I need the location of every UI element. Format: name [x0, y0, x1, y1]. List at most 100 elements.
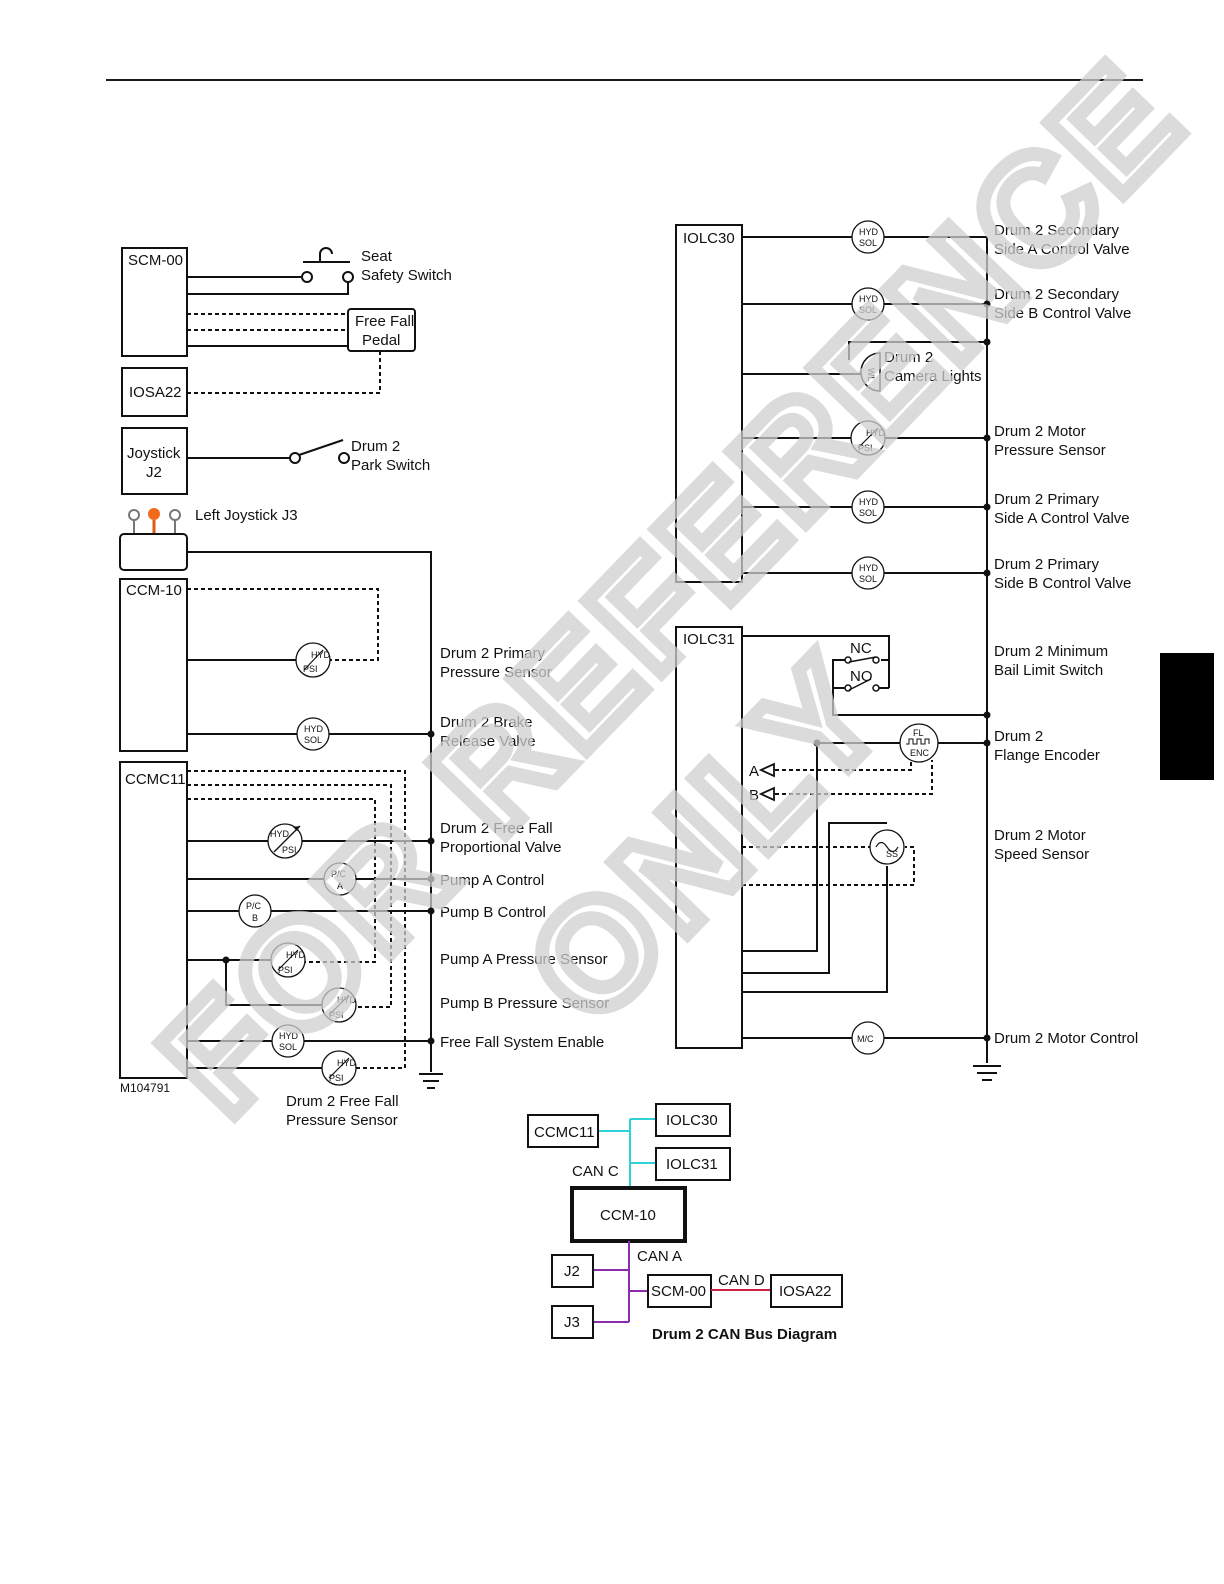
- right-wiring-panel: IOLC30 HYD SOL Drum 2 Secondary Side A C…: [675, 220, 1138, 1081]
- park-switch-label-2: Park Switch: [351, 457, 430, 474]
- ground-symbol-right: [973, 1065, 1001, 1081]
- ccmc11-box: [119, 761, 188, 1079]
- camera-lights-icon: WL: [860, 352, 881, 392]
- svg-text:HYD: HYD: [286, 950, 306, 960]
- min-bail-label-2: Bail Limit Switch: [994, 662, 1103, 679]
- brake-release-valve-symbol: HYD SOL: [296, 717, 330, 751]
- can-d-label: CAN D: [718, 1272, 765, 1289]
- free-fall-prop-valve-symbol: HYD PSI: [267, 823, 303, 859]
- free-fall-pedal-label-1: Free Fall: [355, 313, 414, 330]
- sec-b-label-2: Side B Control Valve: [994, 305, 1131, 322]
- svg-text:IOLC31: IOLC31: [666, 1156, 718, 1173]
- pri-a-valve-symbol: HYD SOL: [851, 490, 885, 524]
- pump-b-control-symbol: P/C B: [238, 894, 272, 928]
- svg-text:SOL: SOL: [859, 508, 877, 518]
- nc-label: NC: [850, 640, 872, 657]
- sec-a-valve-symbol: HYD SOL: [851, 220, 885, 254]
- motor-pressure-label-2: Pressure Sensor: [994, 442, 1106, 459]
- svg-text:PSI: PSI: [278, 965, 293, 975]
- no-label: NO: [850, 668, 873, 685]
- svg-text:SOL: SOL: [279, 1042, 297, 1052]
- seat-switch-label-1: Seat: [361, 248, 393, 265]
- primary-pressure-label-1: Drum 2 Primary: [440, 645, 546, 662]
- joystick-icon: [119, 508, 188, 571]
- svg-text:SOL: SOL: [859, 238, 877, 248]
- free-fall-prop-label-1: Drum 2 Free Fall: [440, 820, 553, 837]
- primary-pressure-label-2: Pressure Sensor: [440, 664, 552, 681]
- svg-text:HYD: HYD: [279, 1031, 299, 1041]
- svg-text:HYD: HYD: [866, 428, 886, 438]
- svg-text:P/C: P/C: [246, 901, 262, 911]
- sec-a-label-2: Side A Control Valve: [994, 241, 1130, 258]
- pump-a-pressure-symbol: HYD PSI: [270, 942, 306, 978]
- iolc31-label: IOLC31: [683, 631, 735, 648]
- can-bus-diagram: CCMC11 IOLC30 IOLC31 CAN C CCM-10 CAN A …: [527, 1103, 843, 1343]
- figure-id: M104791: [120, 1081, 170, 1095]
- svg-text:CCMC11: CCMC11: [534, 1124, 595, 1141]
- iosa22-box: [121, 367, 188, 417]
- output-a-arrow: [758, 762, 775, 778]
- brake-release-label-2: Release Valve: [440, 733, 536, 750]
- svg-text:IOSA22: IOSA22: [779, 1283, 832, 1300]
- joystick-j2-label-2: J2: [146, 464, 162, 481]
- can-iolc30-node: [655, 1103, 731, 1137]
- svg-text:SOL: SOL: [304, 735, 322, 745]
- svg-text:HYD: HYD: [337, 1058, 357, 1068]
- pump-b-pressure-symbol: HYD PSI: [321, 987, 357, 1023]
- svg-text:A: A: [337, 881, 343, 891]
- sec-b-label-1: Drum 2 Secondary: [994, 286, 1120, 303]
- can-c-label: CAN C: [572, 1163, 619, 1180]
- free-fall-pedal-label-2: Pedal: [362, 332, 400, 349]
- camera-lights-label-1: Drum 2: [884, 349, 933, 366]
- sec-a-label-1: Drum 2 Secondary: [994, 222, 1120, 239]
- joystick-j2-box: [121, 427, 188, 495]
- pump-a-control-symbol: P/C A: [323, 862, 357, 896]
- flange-encoder-label-1: Drum 2: [994, 728, 1043, 745]
- svg-text:HYD: HYD: [859, 563, 879, 573]
- brake-release-label-1: Drum 2 Brake: [440, 714, 533, 731]
- free-fall-pressure-symbol: HYD PSI: [321, 1050, 357, 1086]
- svg-text:B: B: [252, 913, 258, 923]
- pri-a-label-1: Drum 2 Primary: [994, 491, 1100, 508]
- svg-text:HYD: HYD: [337, 995, 357, 1005]
- free-fall-pedal-box: [347, 308, 416, 352]
- svg-text:HYD: HYD: [859, 497, 879, 507]
- svg-text:SOL: SOL: [859, 305, 877, 315]
- flange-encoder-symbol: FL ENC: [899, 723, 939, 763]
- svg-text:J3: J3: [564, 1314, 580, 1331]
- svg-text:FL: FL: [913, 728, 924, 738]
- pri-a-label-2: Side A Control Valve: [994, 510, 1130, 527]
- bail-limit-switch-icon: [844, 656, 880, 692]
- iolc30-label: IOLC30: [683, 230, 735, 247]
- ccm10-label: CCM-10: [126, 582, 182, 599]
- min-bail-label-1: Drum 2 Minimum: [994, 643, 1108, 660]
- seat-switch-label-2: Safety Switch: [361, 267, 452, 284]
- sec-b-valve-symbol: HYD SOL: [851, 287, 885, 321]
- left-joystick-label: Left Joystick J3: [195, 507, 298, 524]
- free-fall-prop-label-2: Proportional Valve: [440, 839, 561, 856]
- svg-text:HYD: HYD: [859, 227, 879, 237]
- seat-switch-contact: [301, 271, 313, 283]
- scm00-label: SCM-00: [128, 252, 183, 269]
- can-iolc31-node: [655, 1147, 731, 1181]
- svg-text:PSI: PSI: [303, 664, 318, 674]
- free-fall-pressure-label-2: Pressure Sensor: [286, 1112, 398, 1129]
- svg-text:P/C: P/C: [331, 869, 347, 879]
- can-c-wires: [598, 1118, 656, 1188]
- can-bus-title: Drum 2 CAN Bus Diagram: [652, 1326, 837, 1343]
- motor-pressure-label-1: Drum 2 Motor: [994, 423, 1086, 440]
- iolc30-box: [675, 224, 743, 583]
- can-a-wires: [593, 1241, 648, 1323]
- ccm10-box: [119, 578, 188, 752]
- pri-b-label-2: Side B Control Valve: [994, 575, 1131, 592]
- svg-text:M/C: M/C: [857, 1034, 874, 1044]
- motor-speed-sensor-symbol: SS: [869, 829, 905, 865]
- svg-text:HYD: HYD: [270, 829, 290, 839]
- svg-text:HYD: HYD: [311, 650, 331, 660]
- can-j3-node: [551, 1305, 594, 1339]
- output-b-label: B: [749, 787, 759, 804]
- ground-symbol-left: [419, 1073, 443, 1089]
- can-iosa22-node: [770, 1274, 843, 1308]
- can-a-label: CAN A: [637, 1248, 682, 1265]
